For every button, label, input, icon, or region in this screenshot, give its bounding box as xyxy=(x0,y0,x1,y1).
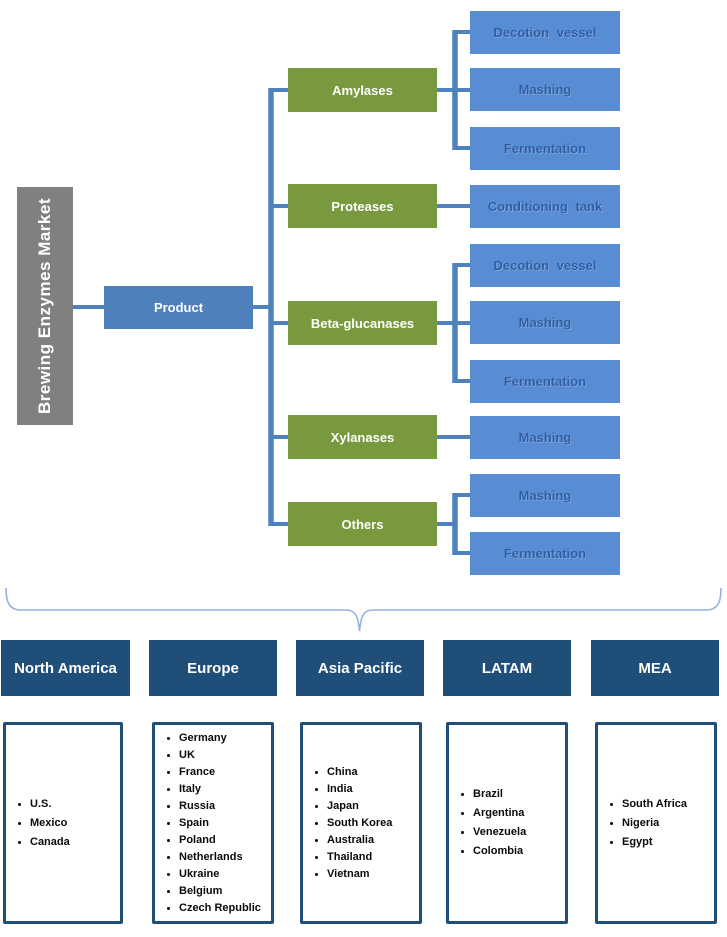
region-header-north-america: North America xyxy=(1,640,130,696)
segment-label: Amylases xyxy=(332,82,393,98)
application-label: Conditioning tank xyxy=(487,199,603,214)
region-label: Asia Pacific xyxy=(317,659,403,677)
country-item: Vietnam xyxy=(327,866,392,883)
region-header-asia-pacific: Asia Pacific xyxy=(296,640,424,696)
application-node: Mashing xyxy=(470,68,620,111)
segment-label: Beta-glucanases xyxy=(310,315,415,331)
country-item: Mexico xyxy=(30,815,70,832)
country-item: Russia xyxy=(179,798,261,815)
application-node: Mashing xyxy=(470,416,620,459)
country-item: Thailand xyxy=(327,849,392,866)
country-item: France xyxy=(179,764,261,781)
application-node: Mashing xyxy=(470,474,620,517)
country-item: South Korea xyxy=(327,815,392,832)
application-node: Decotion vessel xyxy=(470,11,620,54)
country-list-asia-pacific: ChinaIndiaJapanSouth KoreaAustraliaThail… xyxy=(300,722,422,924)
region-header-latam: LATAM xyxy=(443,640,571,696)
country-item: Netherlands xyxy=(179,849,261,866)
segment-label: Xylanases xyxy=(330,429,395,445)
application-label: Fermentation xyxy=(503,546,587,561)
country-item: Czech Republic xyxy=(179,900,261,917)
country-item: India xyxy=(327,781,392,798)
application-node: Mashing xyxy=(470,301,620,344)
country-item: Ukraine xyxy=(179,866,261,883)
segment-beta-glucanases: Beta-glucanases xyxy=(288,301,437,345)
country-item: Nigeria xyxy=(622,815,687,832)
application-label: Mashing xyxy=(518,82,572,97)
country-item: Venezuela xyxy=(473,824,526,841)
market-root-box: Brewing Enzymes Market xyxy=(17,187,73,425)
country-item: Belgium xyxy=(179,883,261,900)
application-label: Decotion vessel xyxy=(493,25,597,40)
segment-xylanases: Xylanases xyxy=(288,415,437,459)
segment-label: Others xyxy=(341,516,384,532)
region-header-europe: Europe xyxy=(149,640,277,696)
application-label: Fermentation xyxy=(503,141,587,156)
country-item: Australia xyxy=(327,832,392,849)
product-node: Product xyxy=(104,286,253,329)
country-item: Spain xyxy=(179,815,261,832)
segment-others: Others xyxy=(288,502,437,546)
country-list: South AfricaNigeriaEgypt xyxy=(598,794,691,853)
country-item: Argentina xyxy=(473,805,526,822)
region-label: LATAM xyxy=(481,659,533,677)
segment-amylases: Amylases xyxy=(288,68,437,112)
country-item: Colombia xyxy=(473,843,526,860)
market-root-label: Brewing Enzymes Market xyxy=(35,197,54,414)
region-header-mea: MEA xyxy=(591,640,719,696)
country-item: South Africa xyxy=(622,796,687,813)
country-item: U.S. xyxy=(30,796,70,813)
region-label: MEA xyxy=(638,659,672,677)
country-item: Egypt xyxy=(622,834,687,851)
application-node: Fermentation xyxy=(470,127,620,170)
application-label: Decotion vessel xyxy=(493,258,597,273)
tree-trunk-lines xyxy=(268,30,458,555)
curly-brace xyxy=(5,587,722,632)
segment-proteases: Proteases xyxy=(288,184,437,228)
region-label: Europe xyxy=(187,659,239,677)
country-item: UK xyxy=(179,747,261,764)
country-item: Poland xyxy=(179,832,261,849)
application-label: Fermentation xyxy=(503,374,587,389)
country-item: China xyxy=(327,764,392,781)
country-item: Italy xyxy=(179,781,261,798)
country-item: Brazil xyxy=(473,786,526,803)
country-list-latam: BrazilArgentinaVenezuelaColombia xyxy=(446,722,568,924)
application-label: Mashing xyxy=(518,315,572,330)
country-list: BrazilArgentinaVenezuelaColombia xyxy=(449,784,530,862)
region-label: North America xyxy=(14,659,117,677)
country-list-north-america: U.S. MexicoCanada xyxy=(3,722,123,924)
application-node: Fermentation xyxy=(470,532,620,575)
country-list-europe: GermanyUKFranceItalyRussiaSpainPolandNet… xyxy=(152,722,274,924)
application-label: Mashing xyxy=(518,430,572,445)
application-node: Conditioning tank xyxy=(470,185,620,228)
application-label: Mashing xyxy=(518,488,572,503)
country-list-mea: South AfricaNigeriaEgypt xyxy=(595,722,717,924)
country-list: ChinaIndiaJapanSouth KoreaAustraliaThail… xyxy=(303,764,396,883)
product-label: Product xyxy=(153,300,204,315)
country-list: GermanyUKFranceItalyRussiaSpainPolandNet… xyxy=(155,730,265,917)
country-list: U.S. MexicoCanada xyxy=(6,794,74,853)
segment-label: Proteases xyxy=(331,198,394,214)
country-item: Japan xyxy=(327,798,392,815)
application-node: Decotion vessel xyxy=(470,244,620,287)
country-item: Canada xyxy=(30,834,70,851)
country-item: Germany xyxy=(179,730,261,747)
application-node: Fermentation xyxy=(470,360,620,403)
